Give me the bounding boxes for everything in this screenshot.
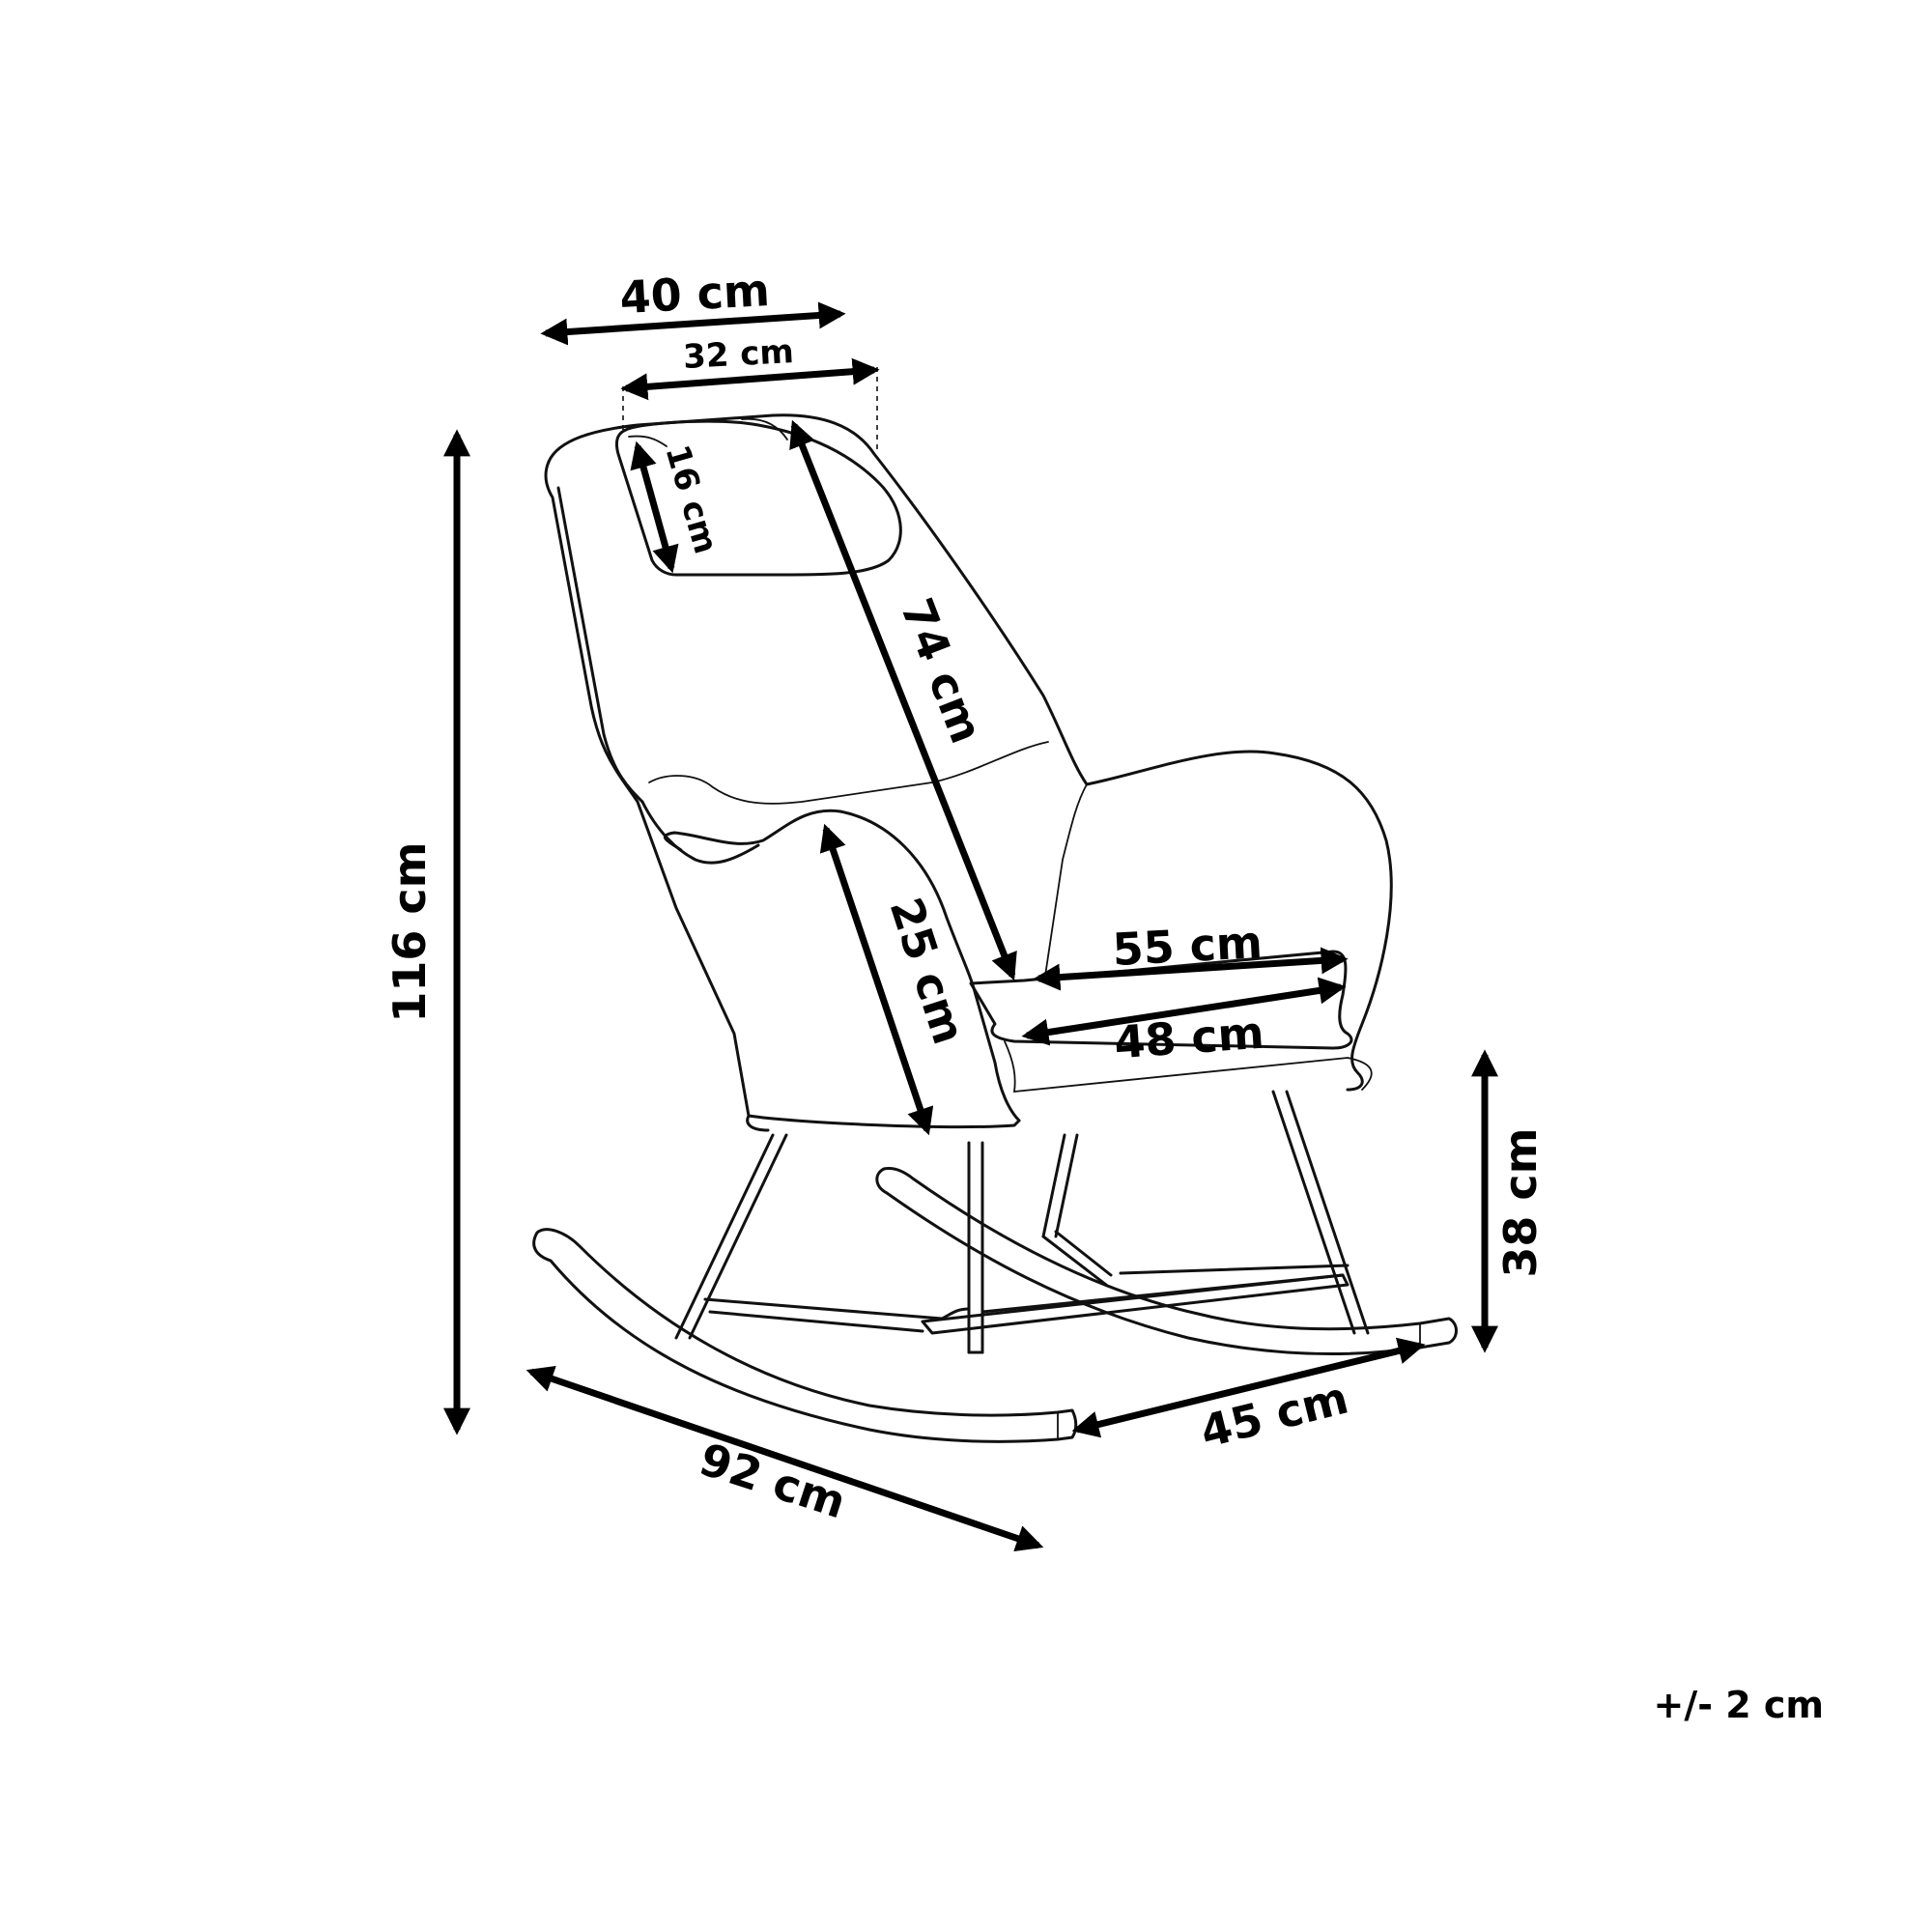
arrow-45cm bbox=[1071, 1337, 1426, 1438]
armrest-side bbox=[640, 800, 760, 865]
label-48cm: 48 cm bbox=[1113, 1007, 1266, 1069]
arrow-40cm bbox=[540, 301, 846, 346]
headrest-strap-right bbox=[741, 417, 788, 440]
headrest-strap-left bbox=[628, 435, 668, 447]
rocker-rear bbox=[875, 1167, 1458, 1356]
label-16cm: 16 cm bbox=[658, 440, 725, 557]
arrow-92cm bbox=[526, 1366, 1044, 1551]
backrest-left-edge bbox=[544, 460, 770, 1132]
right-arm-seam bbox=[1044, 783, 1088, 977]
tolerance-note: +/- 2 cm bbox=[1653, 1684, 1824, 1726]
arrow-32cm bbox=[620, 357, 880, 401]
label-92cm: 92 cm bbox=[694, 1433, 852, 1528]
label-32cm: 32 cm bbox=[682, 332, 795, 377]
dimension-labels: 40 cm 32 cm 16 cm 74 cm 116 cm 25 cm 55 … bbox=[384, 264, 1824, 1726]
arrow-25cm bbox=[819, 823, 934, 1136]
rocker-frame bbox=[674, 1090, 1370, 1354]
arrow-55cm bbox=[1033, 947, 1349, 991]
seat-front-edge bbox=[1004, 1040, 1373, 1094]
backrest-inner-line bbox=[556, 486, 644, 804]
dimension-arrows bbox=[443, 301, 1498, 1551]
back-seam bbox=[648, 741, 1049, 805]
label-74cm: 74 cm bbox=[891, 591, 993, 750]
label-38cm: 38 cm bbox=[1494, 1127, 1547, 1277]
armrest-lower bbox=[747, 1114, 1021, 1129]
label-116cm: 116 cm bbox=[384, 841, 436, 1022]
arrow-48cm bbox=[1021, 977, 1347, 1046]
backrest-shell bbox=[547, 413, 1393, 1092]
label-55cm: 55 cm bbox=[1111, 916, 1264, 976]
arrow-74cm bbox=[789, 419, 1017, 981]
label-40cm: 40 cm bbox=[618, 264, 771, 324]
arrow-16cm bbox=[630, 440, 679, 574]
headrest-pillow bbox=[614, 419, 902, 577]
